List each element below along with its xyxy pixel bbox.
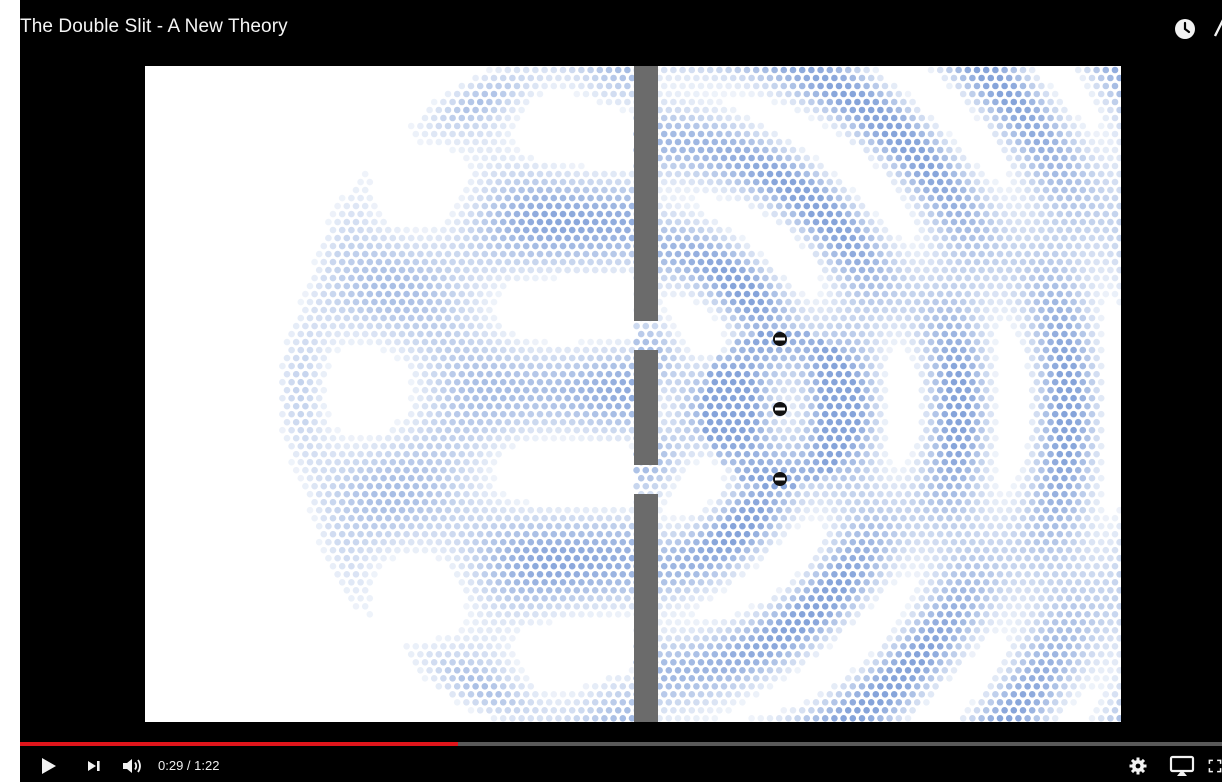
play-icon[interactable] bbox=[36, 754, 60, 778]
electron-marker-middle bbox=[773, 402, 787, 416]
video-title[interactable]: The Double Slit - A New Theory bbox=[20, 16, 288, 38]
current-time: 0:29 bbox=[158, 758, 183, 773]
control-bar: 0:29 / 1:22 bbox=[20, 750, 1222, 782]
barrier-top-segment bbox=[634, 66, 658, 321]
settings-icon[interactable] bbox=[1126, 754, 1150, 778]
barrier-bottom-segment bbox=[634, 494, 658, 722]
clock-icon[interactable] bbox=[1174, 18, 1196, 40]
progress-bar[interactable] bbox=[20, 742, 1222, 746]
electron-marker-bottom bbox=[773, 472, 787, 486]
slit-barrier bbox=[634, 66, 658, 722]
time-display: 0:29 / 1:22 bbox=[158, 758, 219, 773]
airplay-icon[interactable] bbox=[1168, 754, 1196, 778]
time-separator: / bbox=[183, 758, 194, 773]
barrier-middle-segment bbox=[634, 350, 658, 465]
progress-bar-played bbox=[20, 742, 458, 746]
duration: 1:22 bbox=[194, 758, 219, 773]
wave-dot-field bbox=[279, 67, 1121, 722]
video-frame[interactable] bbox=[145, 66, 1121, 722]
left-edge-strip bbox=[0, 0, 20, 782]
fullscreen-icon[interactable] bbox=[1208, 754, 1222, 778]
double-slit-simulation bbox=[145, 66, 1121, 722]
electron-marker-top bbox=[773, 332, 787, 346]
share-icon[interactable] bbox=[1212, 18, 1222, 40]
volume-icon[interactable] bbox=[120, 754, 146, 778]
next-icon[interactable] bbox=[82, 754, 106, 778]
